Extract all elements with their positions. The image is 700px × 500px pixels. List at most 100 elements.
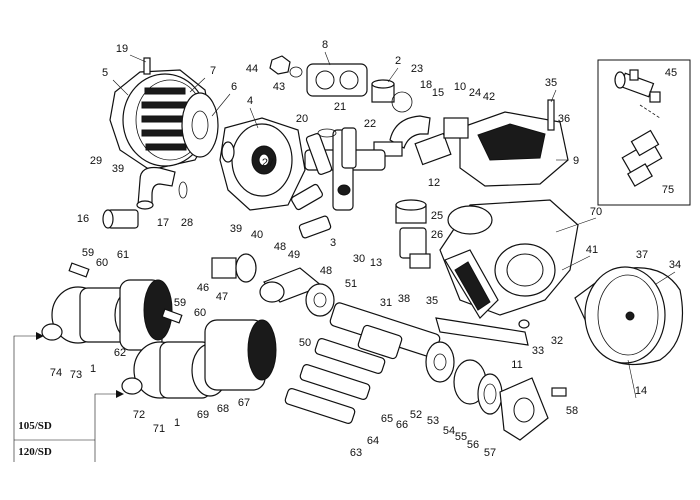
- callout-32: 32: [551, 335, 563, 347]
- part-43-ring: [289, 66, 303, 78]
- callout-1: 1: [174, 417, 180, 429]
- callout-66: 66: [396, 419, 408, 431]
- variant-brackets: [13, 332, 124, 462]
- callout-65: 65: [381, 413, 393, 425]
- pump-body: [219, 117, 306, 211]
- callout-59: 59: [174, 297, 186, 309]
- filter-assembly: [395, 199, 431, 269]
- callout-4: 4: [247, 95, 253, 107]
- callout-44: 44: [246, 63, 258, 75]
- callout-69: 69: [197, 409, 209, 421]
- callout-64: 64: [367, 435, 379, 447]
- callout-22: 22: [364, 118, 376, 130]
- callout-26: 26: [431, 229, 443, 241]
- callout-45: 45: [665, 67, 677, 79]
- leader-lines: [112, 51, 676, 399]
- callout-3: 3: [330, 237, 336, 249]
- callout-11: 11: [511, 359, 522, 371]
- callout-52: 52: [410, 409, 422, 421]
- inset-detail-box: [597, 59, 691, 206]
- callout-18: 18: [420, 79, 432, 91]
- callout-2: 2: [395, 55, 401, 67]
- manifold-block: [306, 63, 368, 97]
- callout-5: 5: [102, 67, 108, 79]
- callout-6: 6: [231, 81, 237, 93]
- callout-48: 48: [274, 241, 286, 253]
- part-33-washer: [518, 319, 530, 329]
- variant-labels: 105/SD 120/SD: [18, 420, 52, 458]
- callout-21: 21: [334, 101, 346, 113]
- variant-label: 105/SD: [18, 420, 52, 432]
- callout-73: 73: [70, 369, 82, 381]
- valve-cap: [371, 79, 395, 103]
- pump-unit-105sd: [41, 262, 173, 351]
- pump-head-housing: [109, 57, 219, 171]
- callout-28: 28: [181, 217, 193, 229]
- callout-57: 57: [484, 447, 496, 459]
- callout-9: 9: [573, 155, 579, 167]
- callout-39: 39: [112, 163, 124, 175]
- callout-23: 23: [411, 63, 423, 75]
- callout-49: 49: [288, 249, 300, 261]
- callout-13: 13: [370, 257, 382, 269]
- callout-51: 51: [345, 278, 357, 290]
- callout-10: 10: [454, 81, 466, 93]
- mounting-plate: [435, 317, 529, 346]
- piston-cross: [291, 127, 386, 239]
- part-45-fitting: [614, 69, 661, 103]
- pump-unit-120sd: [121, 308, 277, 399]
- callout-42: 42: [483, 91, 495, 103]
- callout-41: 41: [586, 244, 598, 256]
- part-44-nut: [269, 55, 291, 75]
- callout-54: 54: [443, 425, 455, 437]
- callout-56: 56: [467, 439, 479, 451]
- main-housing: [439, 199, 579, 319]
- callout-60: 60: [194, 307, 206, 319]
- callout-1: 1: [90, 363, 96, 375]
- callout-59: 59: [82, 247, 94, 259]
- callout-14: 14: [635, 385, 647, 397]
- callout-63: 63: [350, 447, 362, 459]
- callout-74: 74: [50, 367, 62, 379]
- callout-43: 43: [273, 81, 285, 93]
- callout-24: 24: [469, 87, 481, 99]
- callout-7: 7: [210, 65, 216, 77]
- callout-72: 72: [133, 409, 145, 421]
- callout-67: 67: [238, 397, 250, 409]
- callout-33: 33: [532, 345, 544, 357]
- shaft-variants: [284, 338, 386, 424]
- callout-40: 40: [251, 229, 263, 241]
- callout-70: 70: [590, 206, 602, 218]
- callout-50: 50: [299, 337, 311, 349]
- callout-30: 30: [353, 253, 365, 265]
- callout-31: 31: [380, 297, 392, 309]
- bell-housing: [574, 266, 684, 366]
- callout-12: 12: [428, 177, 440, 189]
- callout-38: 38: [398, 293, 410, 305]
- callout-27: 27: [262, 157, 274, 169]
- callout-17: 17: [157, 217, 169, 229]
- callout-37: 37: [636, 249, 648, 261]
- seal-stack: [453, 359, 549, 441]
- callout-47: 47: [216, 291, 228, 303]
- hose-nut: [102, 209, 139, 229]
- callout-68: 68: [217, 403, 229, 415]
- callout-15: 15: [432, 87, 444, 99]
- variant-label: 120/SD: [18, 446, 52, 458]
- callout-61: 61: [117, 249, 129, 261]
- callout-25: 25: [431, 210, 443, 222]
- connecting-rod: [211, 253, 335, 317]
- callout-34: 34: [669, 259, 681, 271]
- callout-71: 71: [153, 423, 165, 435]
- part-75-adapter: [621, 129, 663, 187]
- callout-55: 55: [455, 431, 467, 443]
- callout-29: 29: [90, 155, 102, 167]
- callout-8: 8: [322, 39, 328, 51]
- elbow-fitting: [136, 166, 176, 210]
- cylinder-head: [443, 99, 569, 187]
- callout-60: 60: [96, 257, 108, 269]
- callout-39: 39: [230, 223, 242, 235]
